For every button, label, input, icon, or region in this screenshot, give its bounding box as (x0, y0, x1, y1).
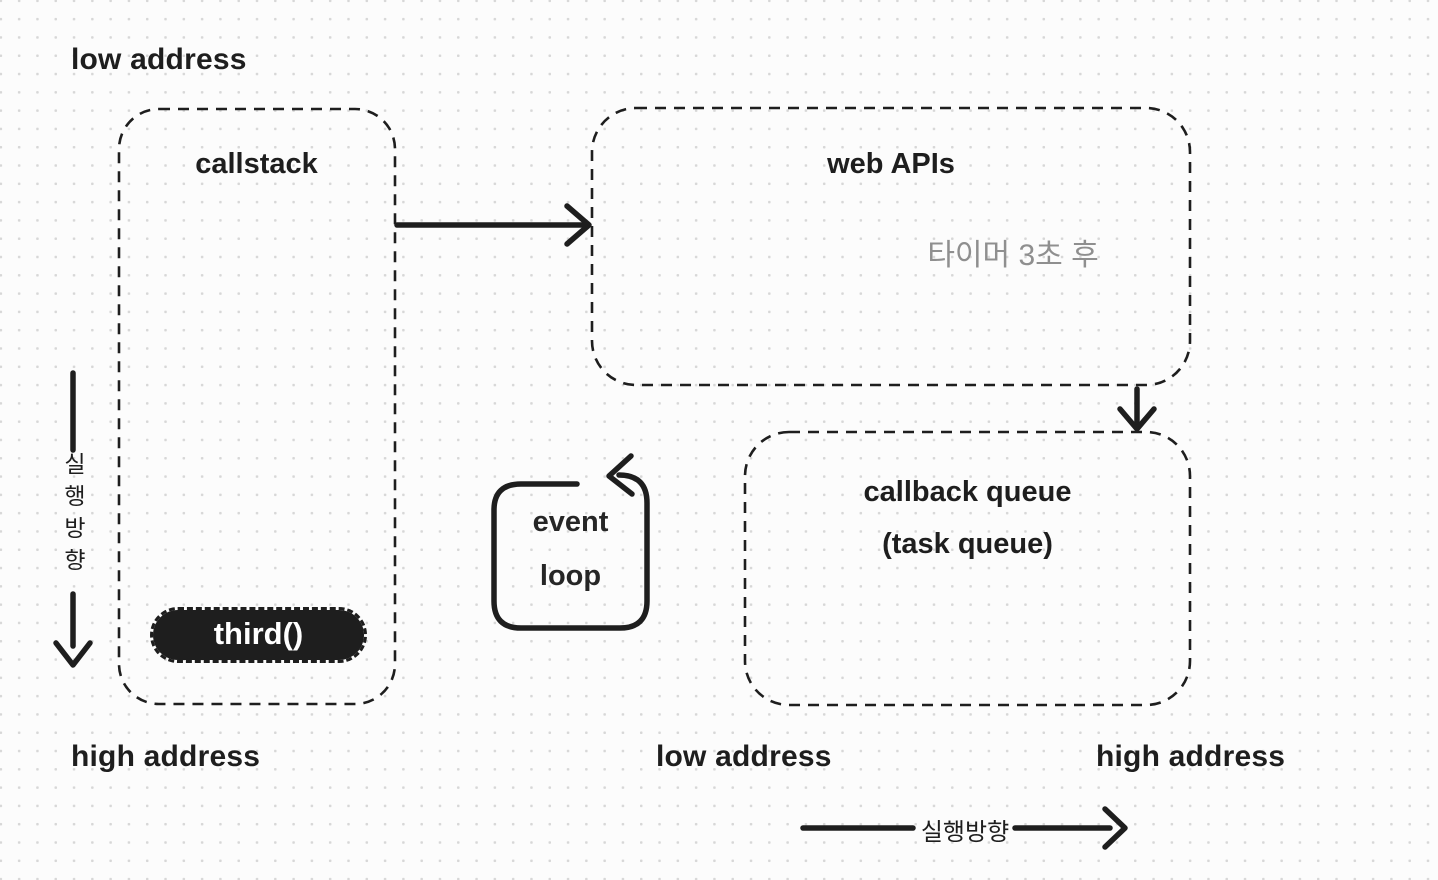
callback-queue-title-line1: callback queue (863, 476, 1072, 508)
callstack-to-webapis-arrow (394, 203, 592, 247)
timer-note: 타이머 3초 후 (927, 239, 1099, 272)
arrow-down-icon (53, 640, 93, 668)
low-address-label-mid: low address (656, 740, 832, 773)
callback-queue-title-line2: (task queue) (882, 528, 1053, 560)
arrow-right-icon (564, 203, 592, 247)
event-loop-label-line1: event (532, 506, 609, 538)
arrow-left-icon (606, 453, 635, 497)
arrow-down-icon (1117, 406, 1157, 432)
web-apis-title: web APIs (827, 148, 955, 180)
arrow-right-icon (1102, 806, 1128, 850)
vertical-execution-label: 실행방향 (60, 452, 86, 580)
event-loop-label: event loop (494, 495, 647, 603)
stack-frame-third: third() (150, 607, 367, 663)
callback-queue-title: callback queue (task queue) (745, 466, 1190, 570)
high-address-label-right: high address (1096, 740, 1286, 773)
callstack-title: callstack (195, 148, 318, 180)
low-address-label-top: low address (71, 43, 247, 76)
event-loop-label-line2: loop (539, 560, 602, 592)
webapis-to-callbackqueue-arrow (1117, 386, 1157, 432)
high-address-label-left: high address (71, 740, 261, 773)
horizontal-execution-label: 실행방향 (920, 819, 1010, 846)
